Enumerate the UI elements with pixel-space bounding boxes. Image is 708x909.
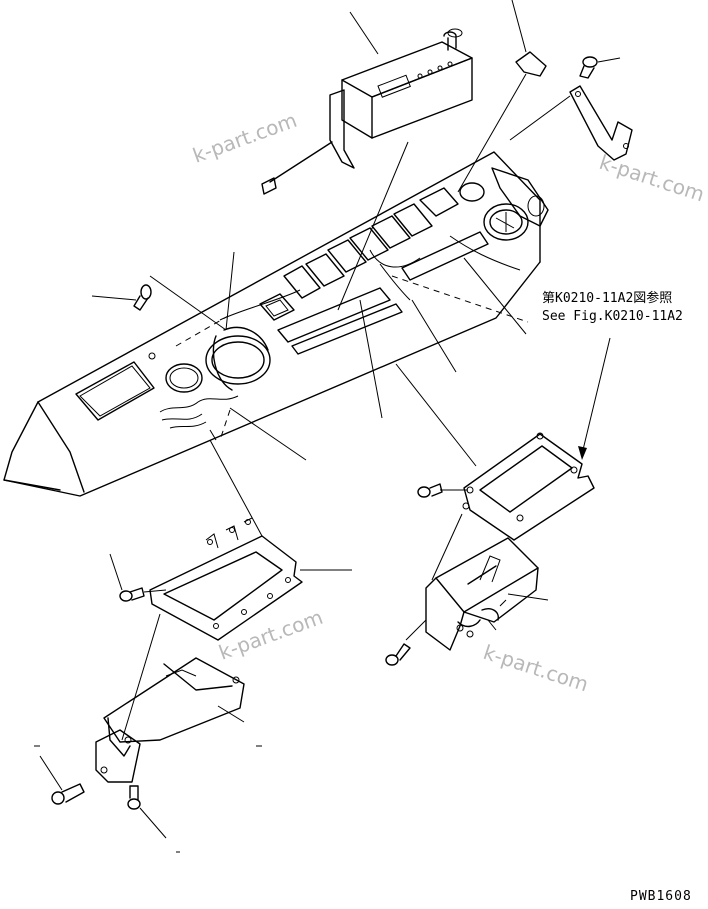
drawing-code: PWB1608 <box>630 889 692 904</box>
bolt-control-box <box>385 619 427 666</box>
bottom-bracket <box>95 613 245 783</box>
radio-unit <box>261 11 473 195</box>
console-body <box>3 151 549 497</box>
bolt-left-gasket <box>109 553 167 602</box>
bolt-left <box>91 284 152 311</box>
watermark-3: k-part.com <box>216 605 327 665</box>
reference-en: See Fig.K0210-11A2 <box>542 309 683 324</box>
bracket-top-right <box>569 85 633 161</box>
left-gasket <box>149 439 352 641</box>
watermark-1: k-part.com <box>190 108 301 168</box>
reference-ja: 第K0210-11A2図参照 <box>542 290 672 306</box>
bolt-top-right <box>579 56 621 79</box>
watermark-4: k-part.com <box>480 640 591 696</box>
clip-part <box>511 0 547 77</box>
control-box <box>425 513 549 651</box>
bolt-mid-right <box>417 483 468 498</box>
right-gasket <box>395 363 595 541</box>
bolt-bottom <box>127 785 167 839</box>
bolt-bottom-left <box>39 755 85 805</box>
